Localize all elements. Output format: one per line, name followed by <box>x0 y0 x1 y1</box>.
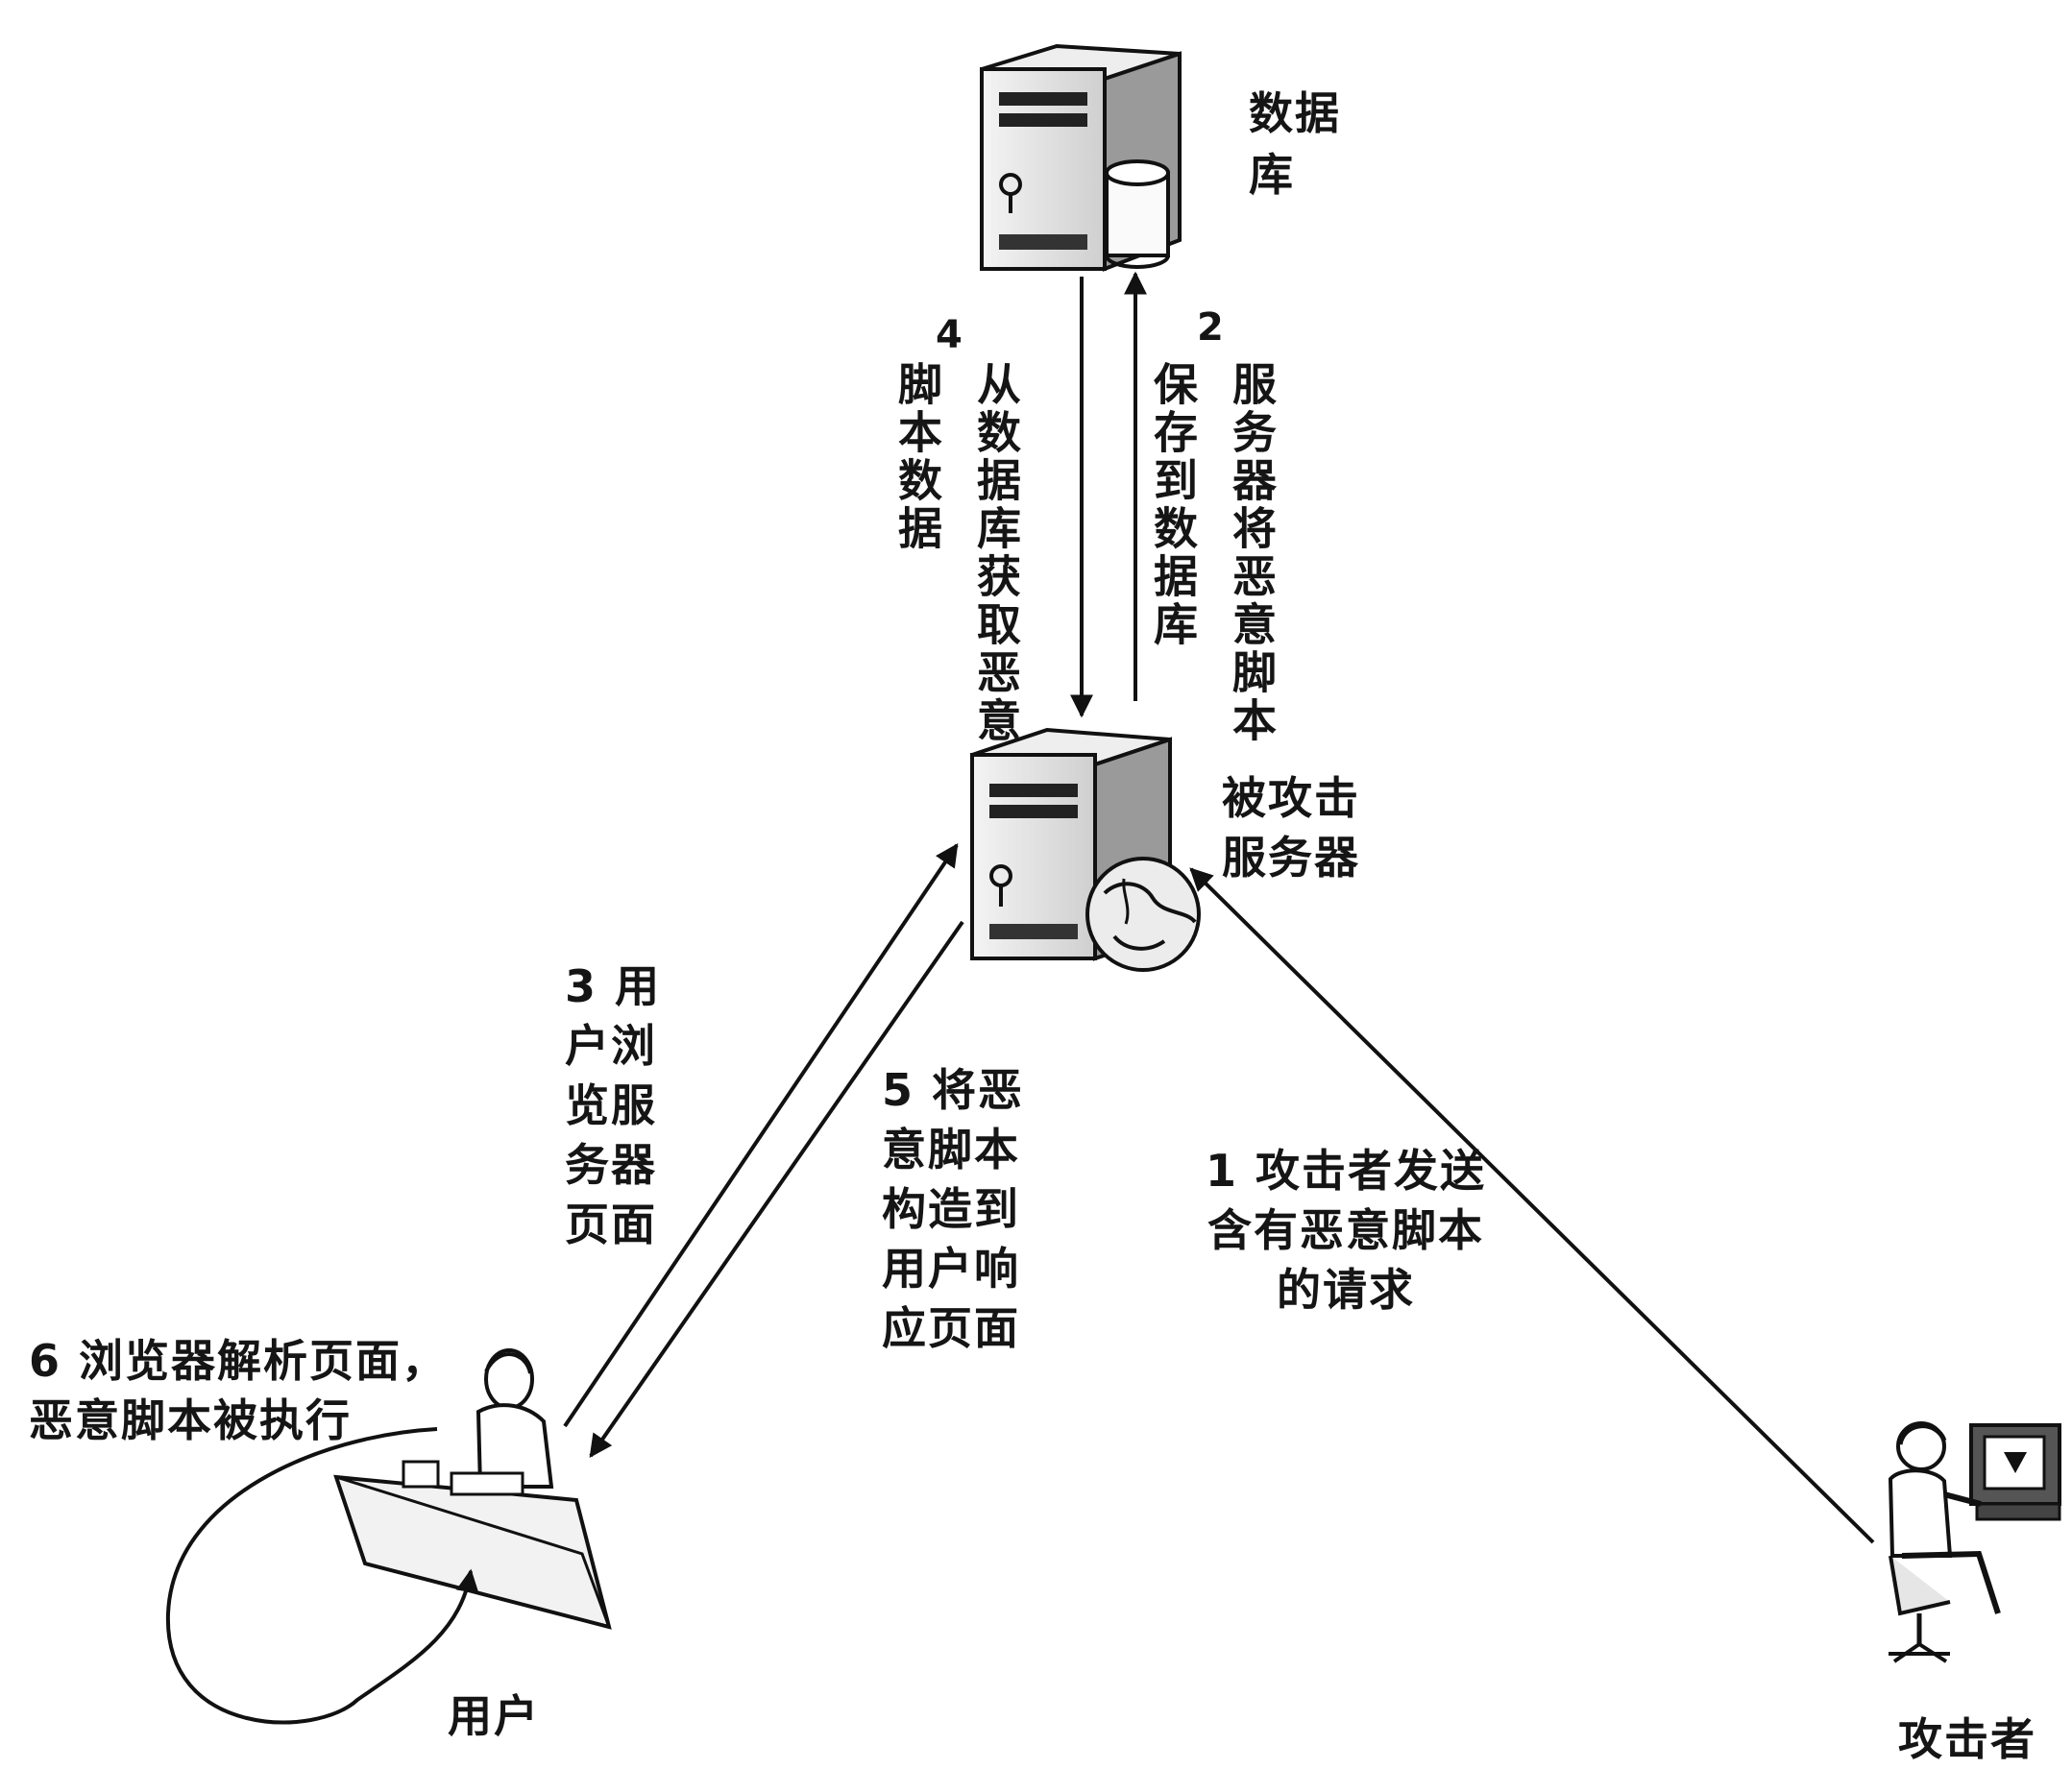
user-at-desk-icon <box>333 1348 612 1630</box>
database-cylinder-icon <box>1105 159 1170 269</box>
server-label: 被攻击 服务器 <box>1222 772 1360 884</box>
step-3-label: 3 用 户浏 览服 务器 页面 <box>565 960 662 1250</box>
step-4-number: 4 <box>936 313 963 357</box>
step-2-number: 2 <box>1197 305 1224 350</box>
step-2-label-col2: 保存到数据库 <box>1147 361 1199 649</box>
step-2-label-col1: 服务器将恶意脚本 <box>1226 361 1278 745</box>
globe-icon <box>1085 857 1201 972</box>
attacker-label: 攻击者 <box>1898 1713 2036 1765</box>
arrow-3-user-to-server <box>563 843 959 1428</box>
step-1-label: 1 攻击者发送 含有恶意脚本 的请求 <box>1206 1145 1487 1316</box>
attacker-at-computer-icon <box>1888 1421 2061 1663</box>
arrow-5-server-to-user <box>589 920 964 1458</box>
step-4-label-col1: 从数据库获取恶意 <box>970 361 1022 745</box>
step-4-label-col2: 脚本数据 <box>891 361 943 553</box>
user-label: 用户 <box>448 1690 540 1742</box>
arrow-1-attacker-to-server <box>1189 867 1875 1544</box>
step-6-label: 6 浏览器解析页面， 恶意脚本被执行 <box>29 1335 449 1446</box>
database-label: 数据 库 <box>1249 87 1341 201</box>
step-5-label: 5 将恶 意脚本 构造到 用户响 应页面 <box>882 1064 1025 1354</box>
arrow-6-browser-loop <box>165 1427 479 1725</box>
